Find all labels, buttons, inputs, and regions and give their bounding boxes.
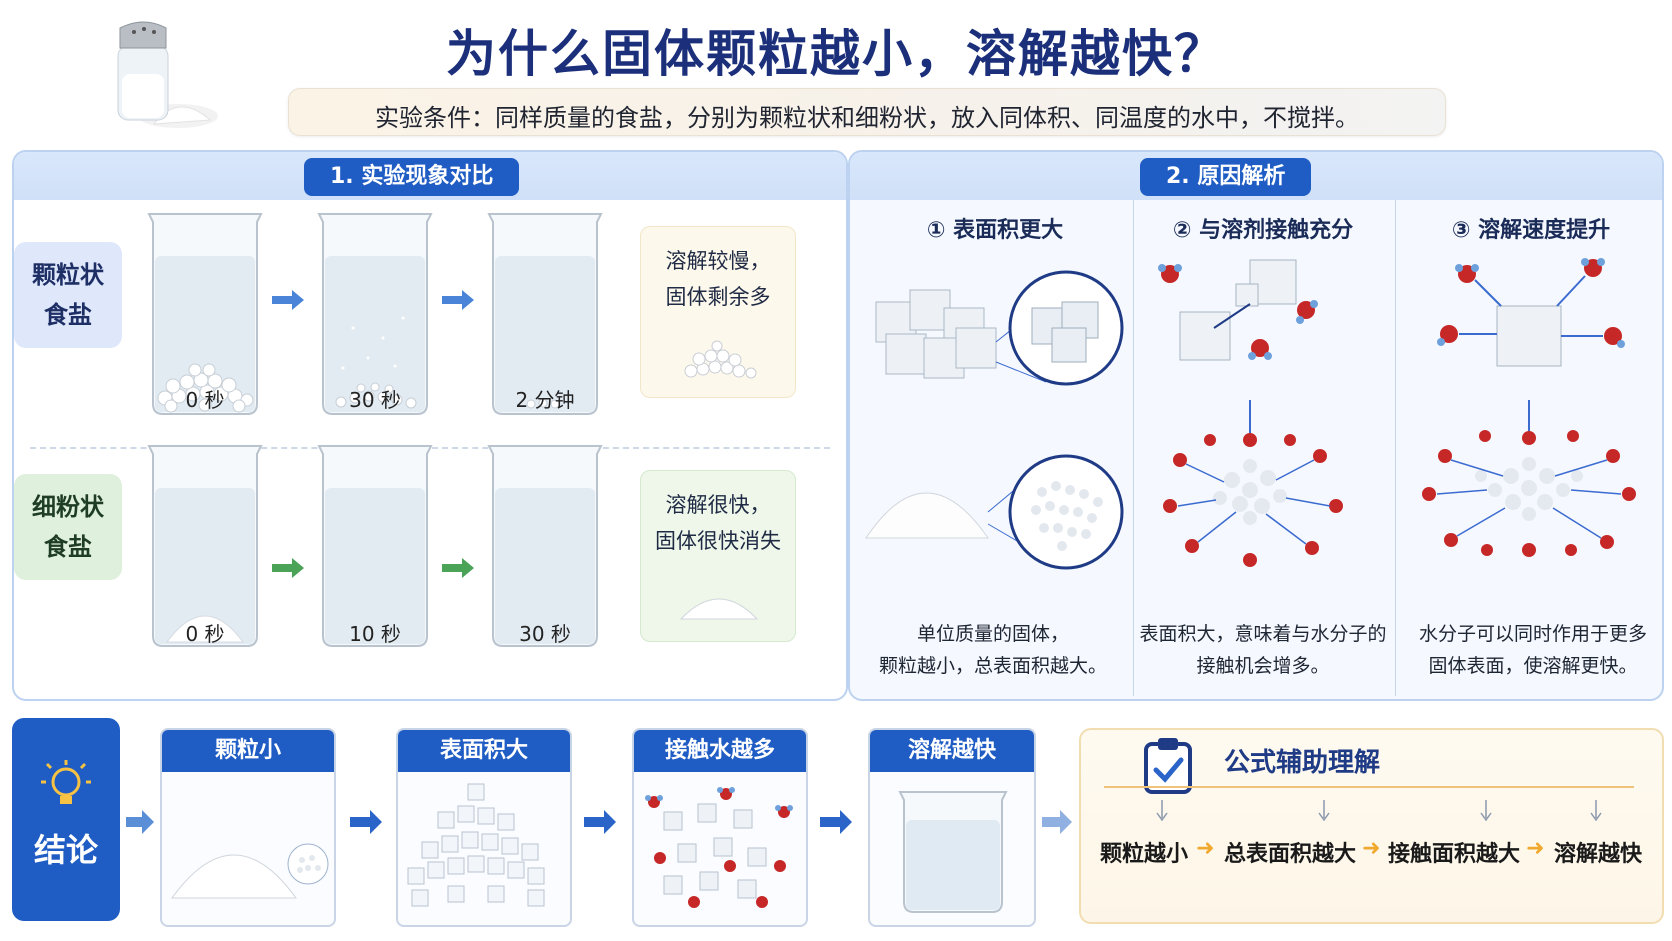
- orange-arrow-icon: ➜: [1362, 836, 1381, 861]
- powder-salt-label: 细粉状食盐: [14, 474, 122, 580]
- section2-header: 2. 原因解析: [850, 152, 1662, 200]
- beaker-powder-30s: [483, 440, 607, 654]
- blue-arrow-icon: [124, 808, 156, 840]
- formula-item: 溶解越快: [1554, 842, 1643, 867]
- section2-label: 2. 原因解析: [1140, 158, 1312, 196]
- lightbulb-icon: [40, 758, 92, 818]
- formula-item: 接触面积越大: [1388, 842, 1521, 867]
- blue-arrow-icon: [1040, 808, 1074, 840]
- granular-result-note: 溶解较慢，固体剩余多: [640, 226, 796, 398]
- time-label: 0 秒: [185, 622, 225, 646]
- step-label: 表面积大: [398, 730, 570, 772]
- analysis-caption-1: 单位质量的固体，颗粒越小，总表面积越大。: [878, 623, 1107, 677]
- analysis-title-solvent-contact: ② 与溶剂接触充分: [1172, 218, 1354, 243]
- beaker-granular-30s: [313, 208, 437, 422]
- blue-arrow-icon: [348, 808, 384, 840]
- beaker-icon: [898, 791, 1008, 913]
- time-label: 2 分钟: [515, 388, 575, 412]
- down-arrow-icon: [1480, 800, 1492, 828]
- experiment-conditions-text: 实验条件：同样质量的食盐，分别为颗粒状和细粉状，放入同体积、同温度的水中，不搅拌…: [375, 104, 1359, 132]
- conclusion-box: [12, 718, 120, 921]
- solvent-contact-illustration: [1140, 250, 1390, 594]
- step-small-particles: 颗粒小: [160, 728, 336, 927]
- time-label: 10 秒: [349, 622, 401, 646]
- experiment-conditions-bar: 实验条件：同样质量的食盐，分别为颗粒状和细粉状，放入同体积、同温度的水中，不搅拌…: [288, 88, 1446, 136]
- beaker-granular-2min: [483, 208, 607, 422]
- green-arrow-icon: [270, 556, 306, 584]
- conclusion-label: 结论: [33, 831, 98, 869]
- clipboard-check-icon: [1140, 734, 1196, 800]
- blue-arrow-icon: [270, 288, 306, 316]
- salt-shaker-illustration: [104, 12, 224, 130]
- powder-result-note: 溶解很快，固体很快消失: [640, 470, 796, 642]
- crystal-granules-icon: [407, 783, 545, 907]
- time-label: 0 秒: [185, 388, 225, 412]
- salt-granules-icon: [684, 340, 757, 379]
- time-label: 30 秒: [519, 622, 571, 646]
- blue-arrow-icon: [582, 808, 618, 840]
- formula-divider: [1104, 786, 1634, 788]
- molecules-icon: [645, 787, 793, 908]
- step-label: 接触水越多: [634, 730, 806, 772]
- page-title: 为什么固体颗粒越小，溶解越快？: [446, 25, 1226, 83]
- dissolving-speed-illustration: [1405, 250, 1655, 594]
- beaker-granular-0s: [143, 208, 267, 422]
- beaker-powder-0s: [143, 440, 267, 654]
- formula-item: 总表面积越大: [1224, 842, 1357, 867]
- step-label: 溶解越快: [870, 730, 1034, 772]
- blue-arrow-icon: [818, 808, 854, 840]
- formula-item: 颗粒越小: [1100, 842, 1189, 867]
- analysis-caption-2: 表面积大，意味着与水分子的接触机会增多。: [1139, 623, 1387, 677]
- down-arrow-icon: [1590, 800, 1602, 828]
- step-more-water-contact: 接触水越多: [632, 728, 808, 927]
- time-label: 30 秒: [349, 388, 401, 412]
- column-divider: [1133, 200, 1134, 696]
- orange-arrow-icon: ➜: [1526, 836, 1545, 861]
- crystal-cubes-illustration: [856, 262, 1126, 586]
- salt-powder-icon: [171, 843, 329, 899]
- salt-powder-icon: [679, 598, 759, 620]
- analysis-title-speed-up: ③ 溶解速度提升: [1451, 218, 1611, 243]
- analysis-title-surface-area: ① 表面积更大: [926, 218, 1064, 243]
- beaker-powder-10s: [313, 440, 437, 654]
- analysis-caption-3: 水分子可以同时作用于更多固体表面，使溶解更快。: [1418, 623, 1647, 677]
- section1-header: 1. 实验现象对比: [14, 152, 846, 200]
- down-arrow-icon: [1156, 800, 1168, 828]
- granular-salt-label: 颗粒状食盐: [14, 242, 122, 348]
- blue-arrow-icon: [440, 288, 476, 316]
- step-large-surface: 表面积大: [396, 728, 572, 927]
- formula-title: 公式辅助理解: [1224, 748, 1381, 778]
- green-arrow-icon: [440, 556, 476, 584]
- column-divider: [1395, 200, 1396, 696]
- section1-label: 1. 实验现象对比: [304, 158, 520, 196]
- step-dissolve-faster: 溶解越快: [868, 728, 1036, 927]
- orange-arrow-icon: ➜: [1196, 836, 1215, 861]
- step-label: 颗粒小: [162, 730, 334, 772]
- down-arrow-icon: [1318, 800, 1330, 828]
